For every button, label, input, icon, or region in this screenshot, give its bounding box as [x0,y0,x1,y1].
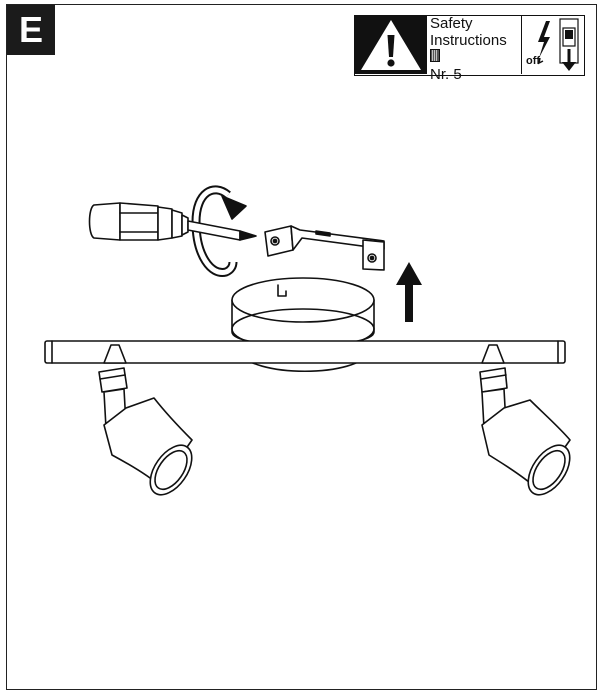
spotlight-left-illustration [98,344,193,496]
safety-number: Nr. 5 [430,65,462,83]
warning-panel [355,16,427,74]
safety-instructions-box: Safety Instructions Nr. 5 off [354,15,585,82]
safety-number-row: Nr. 5 [430,49,521,83]
mounting-bracket-illustration [264,225,385,271]
power-off-panel: off [522,16,584,74]
rotate-counterclockwise-icon [191,185,247,277]
screwdriver-illustration [88,202,257,241]
safety-text: Safety Instructions Nr. 5 [427,15,522,82]
off-label: off [526,55,541,67]
lightning-switch-off-icon [537,18,579,71]
warning-triangle-icon [361,20,421,70]
safety-line-1: Safety [430,15,473,32]
mounting-bar-illustration [44,340,566,364]
safety-line-2: Instructions [430,31,507,49]
step-letter: E [18,9,43,50]
page-frame [6,4,597,690]
arrow-up-icon [396,262,422,322]
manual-book-icon [430,49,440,62]
spotlight-right-illustration [479,344,571,496]
step-badge: E [7,5,55,55]
